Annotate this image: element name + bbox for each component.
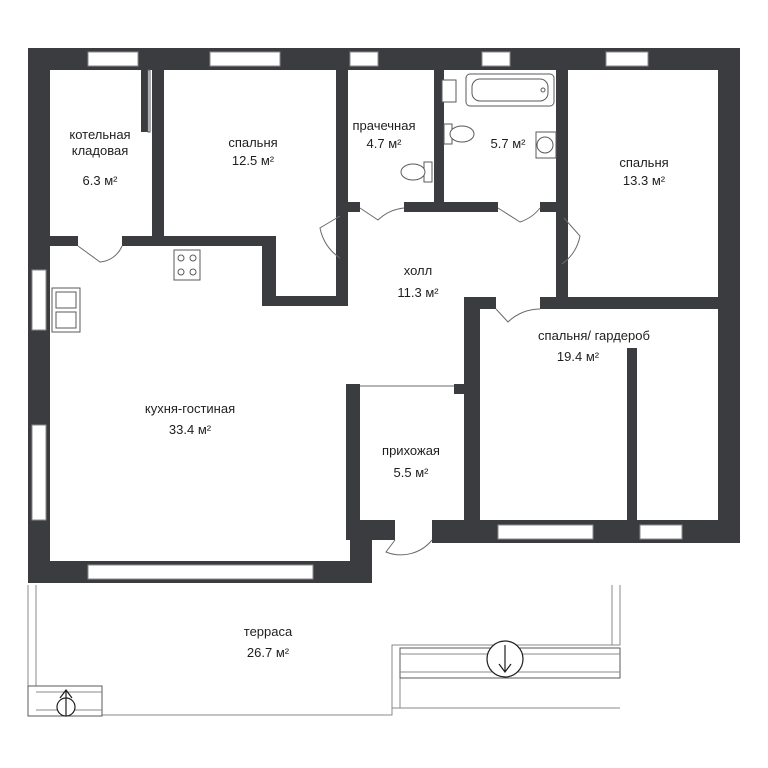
room-area-bedroom3: 19.4 м²	[557, 349, 600, 364]
interior-walls	[50, 70, 740, 543]
room-area-bedroom1: 12.5 м²	[232, 153, 275, 168]
stove	[173, 249, 201, 281]
room-name-hall: холл	[404, 263, 432, 278]
room-area-bathroom: 5.7 м²	[491, 136, 527, 151]
room-name-kitchen: кухня-гостиная	[145, 401, 235, 416]
entrance-arrow-icon	[486, 640, 524, 678]
room-area-entry: 5.5 м²	[394, 465, 430, 480]
room-name-entry: прихожая	[382, 443, 440, 458]
room-area-bedroom2: 13.3 м²	[623, 173, 666, 188]
room-area-boiler: 6.3 м²	[83, 173, 119, 188]
room-name-boiler-line1: котельная	[69, 127, 130, 142]
fixtures	[51, 69, 557, 333]
doors	[77, 207, 581, 556]
room-name-boiler-line2: кладовая	[72, 143, 129, 158]
room-area-laundry: 4.7 м²	[367, 136, 403, 151]
entrance-arrow-icon	[56, 689, 76, 717]
room-name-bedroom2: спальня	[619, 155, 668, 170]
windows	[31, 51, 683, 580]
boiler-unit	[441, 79, 457, 103]
terrace-details	[27, 647, 621, 717]
room-area-kitchen: 33.4 м²	[169, 422, 212, 437]
room-name-bedroom1: спальня	[228, 135, 277, 150]
room-area-terrace: 26.7 м²	[247, 645, 290, 660]
room-area-hall: 11.3 м²	[397, 285, 439, 300]
room-name-bedroom3: спальня/ гардероб	[538, 328, 650, 343]
room-name-laundry: прачечная	[352, 118, 415, 133]
room-name-terrace: терраса	[244, 624, 293, 639]
